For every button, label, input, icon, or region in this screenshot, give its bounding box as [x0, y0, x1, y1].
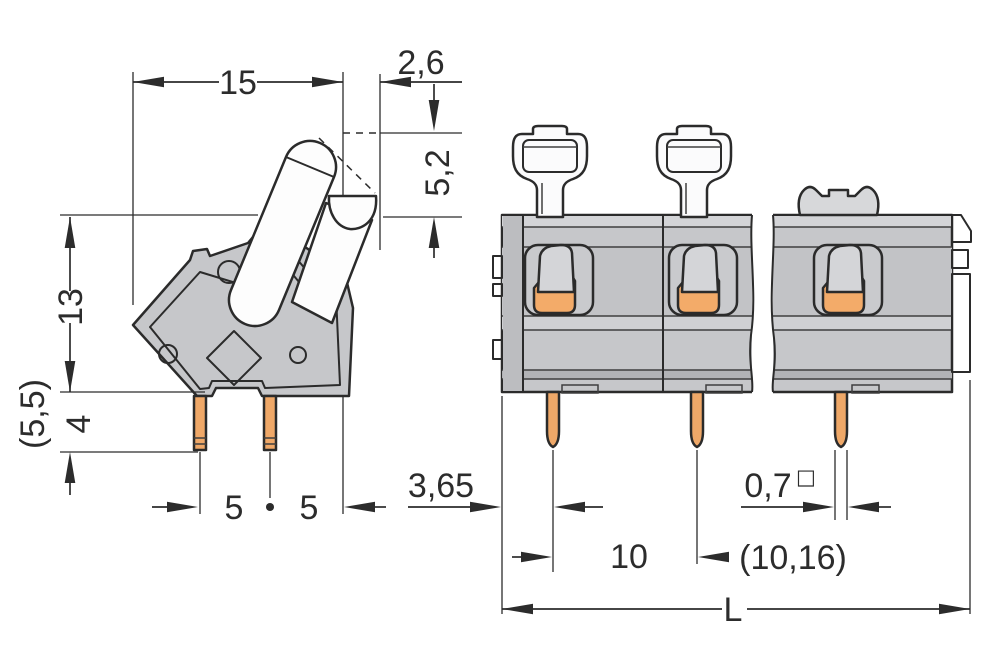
dim-label-L: L [724, 591, 743, 629]
side-diamond-opening [206, 330, 262, 386]
dim-label-4: 4 [60, 415, 98, 434]
arrow-15-right [312, 76, 343, 88]
side-pin-1 [192, 394, 208, 452]
front-band-mid [502, 316, 952, 330]
flange-tab [951, 273, 971, 373]
front-solder-pins [545, 390, 849, 449]
push-button-1 [511, 124, 589, 219]
notch-2 [705, 384, 743, 394]
arrow-10-right [698, 551, 729, 563]
break-line-right [770, 214, 776, 393]
front-end-wall [503, 216, 523, 391]
arrow-L-right [939, 603, 970, 615]
arrow-4 [64, 452, 76, 483]
side-view [131, 139, 378, 452]
push-button-2 [655, 124, 733, 219]
lever-travel-dashed-line [318, 137, 376, 194]
arrow-5-left [167, 501, 198, 513]
front-bottom-notches [561, 384, 880, 394]
front-view [492, 124, 972, 449]
side-hole-4 [158, 344, 178, 364]
flange-top [951, 214, 972, 243]
arrow-5-right [344, 501, 375, 513]
left-tab-2 [492, 283, 503, 297]
left-tab-1 [492, 255, 503, 279]
clamp-unit-2 [667, 243, 739, 317]
dim-label-0-7-square-symbol: □ [796, 465, 816, 489]
dim-label-2-6: 2,6 [397, 44, 444, 82]
mounting-clip [797, 185, 880, 217]
arrow-13-bottom [64, 361, 76, 392]
side-hole-5 [289, 346, 307, 364]
flange-mid [951, 249, 969, 269]
push-button-1-recess [522, 139, 578, 173]
arrow-3-65-right [554, 501, 585, 513]
left-tab-3 [492, 339, 503, 360]
dimension-annotations: 15 2,6 5,2 13 (5,5) 4 5 5 3,65 0,7 □ 10 … [14, 44, 971, 629]
arrow-15-left [133, 76, 164, 88]
dim-dot-5-5 [266, 503, 274, 511]
arrow-5-2-bottom [428, 217, 440, 248]
clamp-unit-1 [523, 243, 595, 317]
dim-label-10: 10 [610, 538, 648, 576]
notch-1 [561, 384, 599, 394]
dim-label-5-5: (5,5) [14, 379, 52, 449]
dim-label-5-left: 5 [225, 489, 244, 527]
dim-label-3-65: 3,65 [408, 467, 474, 505]
front-pin-2 [689, 390, 705, 449]
clamp-spring-2 [680, 243, 720, 294]
dim-label-10-16: (10,16) [739, 539, 847, 577]
side-solder-pins [192, 394, 278, 452]
front-pin-3 [833, 390, 849, 449]
dim-label-15: 15 [219, 64, 257, 102]
arrow-5-2-top [428, 100, 440, 131]
dim-label-0-7: 0,7 [744, 467, 791, 505]
front-band-dark [502, 370, 952, 379]
arrow-L-left [502, 603, 533, 615]
clamp-unit-3 [812, 243, 884, 317]
break-gap [752, 208, 773, 400]
arrow-0-7-right [848, 501, 879, 513]
front-right-flange [951, 214, 972, 373]
dim-label-5-right: 5 [300, 489, 319, 527]
lever-finger-chord [285, 156, 335, 178]
notch-3 [851, 384, 880, 394]
dim-label-13: 13 [52, 288, 90, 326]
front-band-top [502, 216, 952, 227]
arrow-0-7-left [803, 501, 834, 513]
arrow-10-left [521, 551, 552, 563]
clamp-spring-3 [825, 243, 865, 294]
front-pin-1 [545, 390, 561, 449]
dim-label-5-2: 5,2 [419, 149, 457, 196]
push-button-2-recess [666, 139, 722, 173]
lever-pressed-pad [327, 194, 378, 231]
arrow-13-top [64, 217, 76, 248]
break-line-left [749, 214, 755, 393]
clamp-spring-1 [536, 243, 576, 294]
front-left-tabs [492, 255, 503, 360]
arrow-3-65-left [470, 501, 501, 513]
side-pin-2 [262, 394, 278, 452]
